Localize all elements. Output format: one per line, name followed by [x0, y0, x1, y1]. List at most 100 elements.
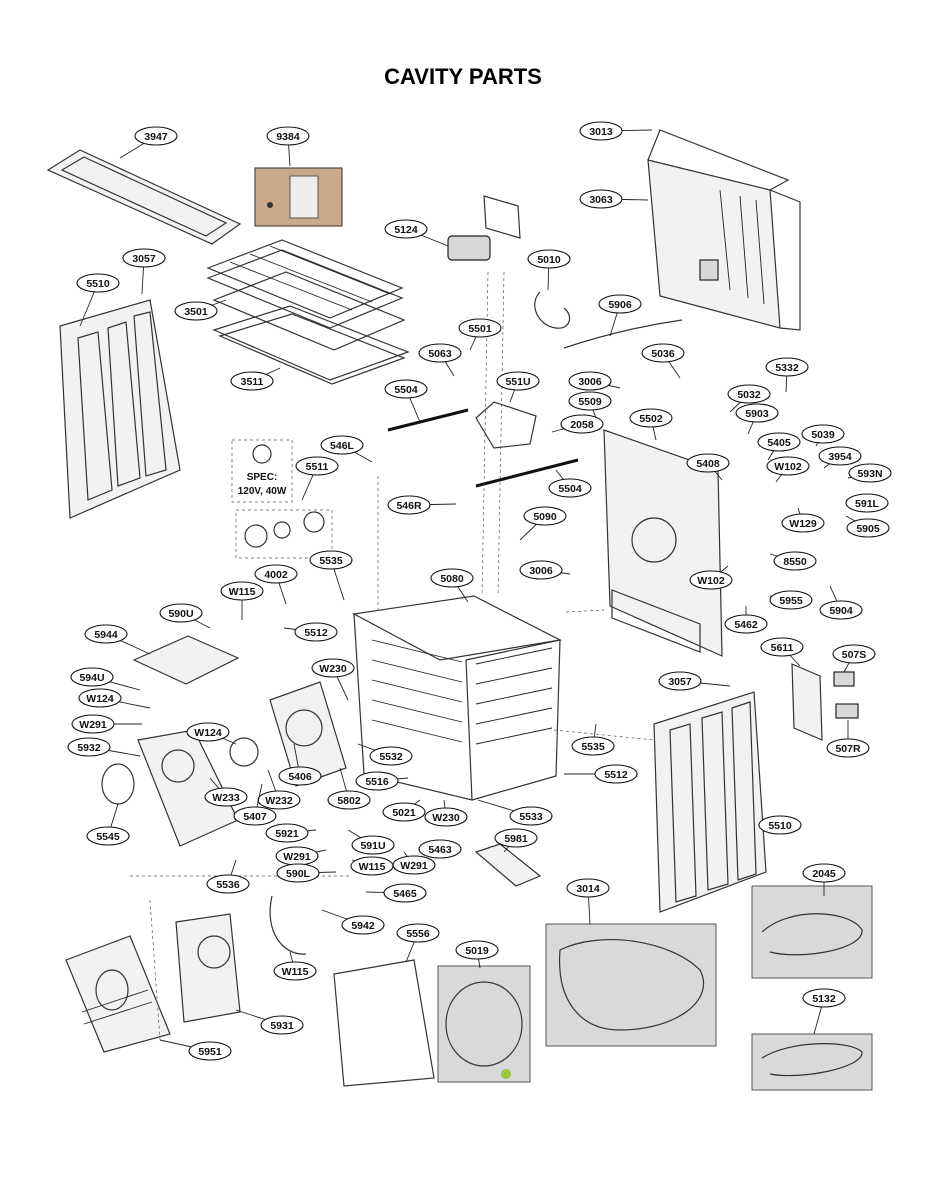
- callout-oval: [369, 746, 413, 766]
- callout-551U: 551U: [496, 371, 540, 403]
- bracket-5611: [791, 663, 823, 741]
- callout-W291a: W291: [71, 714, 142, 734]
- callout-5406: 5406: [278, 743, 322, 786]
- callout-oval: [846, 518, 890, 538]
- callout-5039: 5039: [801, 424, 845, 447]
- part-number-label: 3501: [184, 306, 208, 318]
- side-panel-right-5510: [653, 691, 767, 913]
- callout-oval: [78, 688, 122, 708]
- callout-5032: 5032: [727, 384, 771, 413]
- part-number-label: 546R: [396, 500, 422, 512]
- part-number-label: 5509: [578, 396, 602, 408]
- page-title: CAVITY PARTS: [384, 64, 542, 89]
- callout-oval: [320, 435, 364, 455]
- callout-oval: [159, 603, 203, 623]
- part-number-label: 5951: [198, 1046, 222, 1058]
- front-frame-right: [603, 429, 723, 657]
- part-number-label: 8550: [783, 556, 807, 568]
- callout-oval: [383, 883, 427, 903]
- part-number-label: 5504: [558, 483, 582, 495]
- part-number-label: W230: [432, 812, 460, 824]
- part-number-label: 507S: [842, 649, 867, 661]
- callout-oval: [802, 988, 846, 1008]
- callout-oval: [819, 600, 863, 620]
- callout-oval: [233, 806, 277, 826]
- callout-oval: [254, 564, 298, 584]
- callout-5511: 5511: [295, 456, 339, 501]
- part-number-label: 593N: [857, 468, 882, 480]
- filter-507R: [835, 703, 859, 719]
- callout-oval: [735, 403, 779, 423]
- callout-oval: [384, 219, 428, 239]
- callout-oval: [826, 738, 870, 758]
- oven-racks: [206, 239, 410, 385]
- callout-3947: 3947: [119, 126, 178, 159]
- spec-line-2: 120V, 40W: [238, 486, 287, 497]
- callout-W230b: W230: [424, 799, 468, 827]
- callout-5955: 5955: [769, 590, 813, 610]
- part-number-label: 594U: [79, 672, 104, 684]
- tray-5981: [474, 843, 542, 887]
- callout-5512b: 5512: [564, 764, 638, 784]
- part-number-label: 5611: [771, 642, 794, 654]
- callout-W102a: W102: [766, 456, 810, 483]
- callout-oval: [430, 568, 474, 588]
- part-number-label: W124: [194, 727, 222, 739]
- part-number-label: W129: [789, 518, 817, 530]
- part-number-label: 3057: [668, 676, 692, 688]
- part-number-label: 5942: [351, 920, 375, 932]
- part-number-label: 5955: [779, 595, 803, 607]
- lamp-socket-box: [235, 509, 333, 559]
- callout-oval: [384, 379, 428, 399]
- rail-5504a: [387, 408, 469, 432]
- callout-5512a: 5512: [283, 622, 338, 642]
- part-number-label: 5931: [270, 1020, 294, 1032]
- part-number-label: 5080: [440, 573, 464, 585]
- part-drawings: [46, 129, 873, 1091]
- callout-593N: 593N: [847, 463, 892, 483]
- callout-oval: [494, 828, 538, 848]
- callout-W102b: W102: [689, 565, 733, 590]
- handle-tray-3947: [46, 149, 242, 245]
- callout-5063: 5063: [418, 343, 462, 377]
- part-number-label: 5032: [737, 389, 761, 401]
- callout-oval: [845, 493, 889, 513]
- callout-oval: [658, 671, 702, 691]
- callout-W291c: W291: [392, 851, 436, 875]
- part-number-label: 5932: [77, 742, 101, 754]
- callout-5504b: 5504: [548, 469, 592, 498]
- callout-5611: 5611: [760, 637, 804, 667]
- callout-591L: 591L: [845, 493, 889, 513]
- fan-cover-5406: [269, 681, 347, 787]
- callout-590L: 590L: [276, 863, 337, 883]
- callout-oval: [327, 790, 371, 810]
- callout-3013: 3013: [579, 121, 653, 141]
- callout-oval: [760, 637, 804, 657]
- callout-oval: [86, 826, 130, 846]
- part-number-label: W230: [319, 663, 347, 675]
- part-number-label: 5512: [304, 627, 328, 639]
- part-number-label: 3006: [529, 565, 553, 577]
- part-number-label: 590L: [286, 868, 311, 880]
- tube-5906: [563, 319, 683, 349]
- callout-5124: 5124: [384, 219, 449, 247]
- callout-oval: [766, 456, 810, 476]
- callout-oval: [629, 408, 673, 428]
- callout-5951: 5951: [159, 1039, 232, 1061]
- part-number-label: 2045: [812, 868, 836, 880]
- part-number-label: 5903: [745, 408, 769, 420]
- callout-5533: 5533: [477, 799, 553, 826]
- callout-5405: 5405: [757, 432, 801, 461]
- callout-594U: 594U: [70, 667, 141, 691]
- callout-5545: 5545: [86, 803, 130, 846]
- callout-2058: 2058: [551, 414, 604, 434]
- callout-5931: 5931: [235, 1009, 304, 1035]
- wire-W115: [269, 895, 307, 955]
- callout-oval: [527, 249, 571, 269]
- part-number-label: 5504: [394, 384, 418, 396]
- callout-3006b: 3006: [519, 560, 571, 580]
- part-number-label: 5510: [768, 820, 792, 832]
- part-number-label: 3063: [589, 194, 613, 206]
- callout-oval: [311, 658, 355, 678]
